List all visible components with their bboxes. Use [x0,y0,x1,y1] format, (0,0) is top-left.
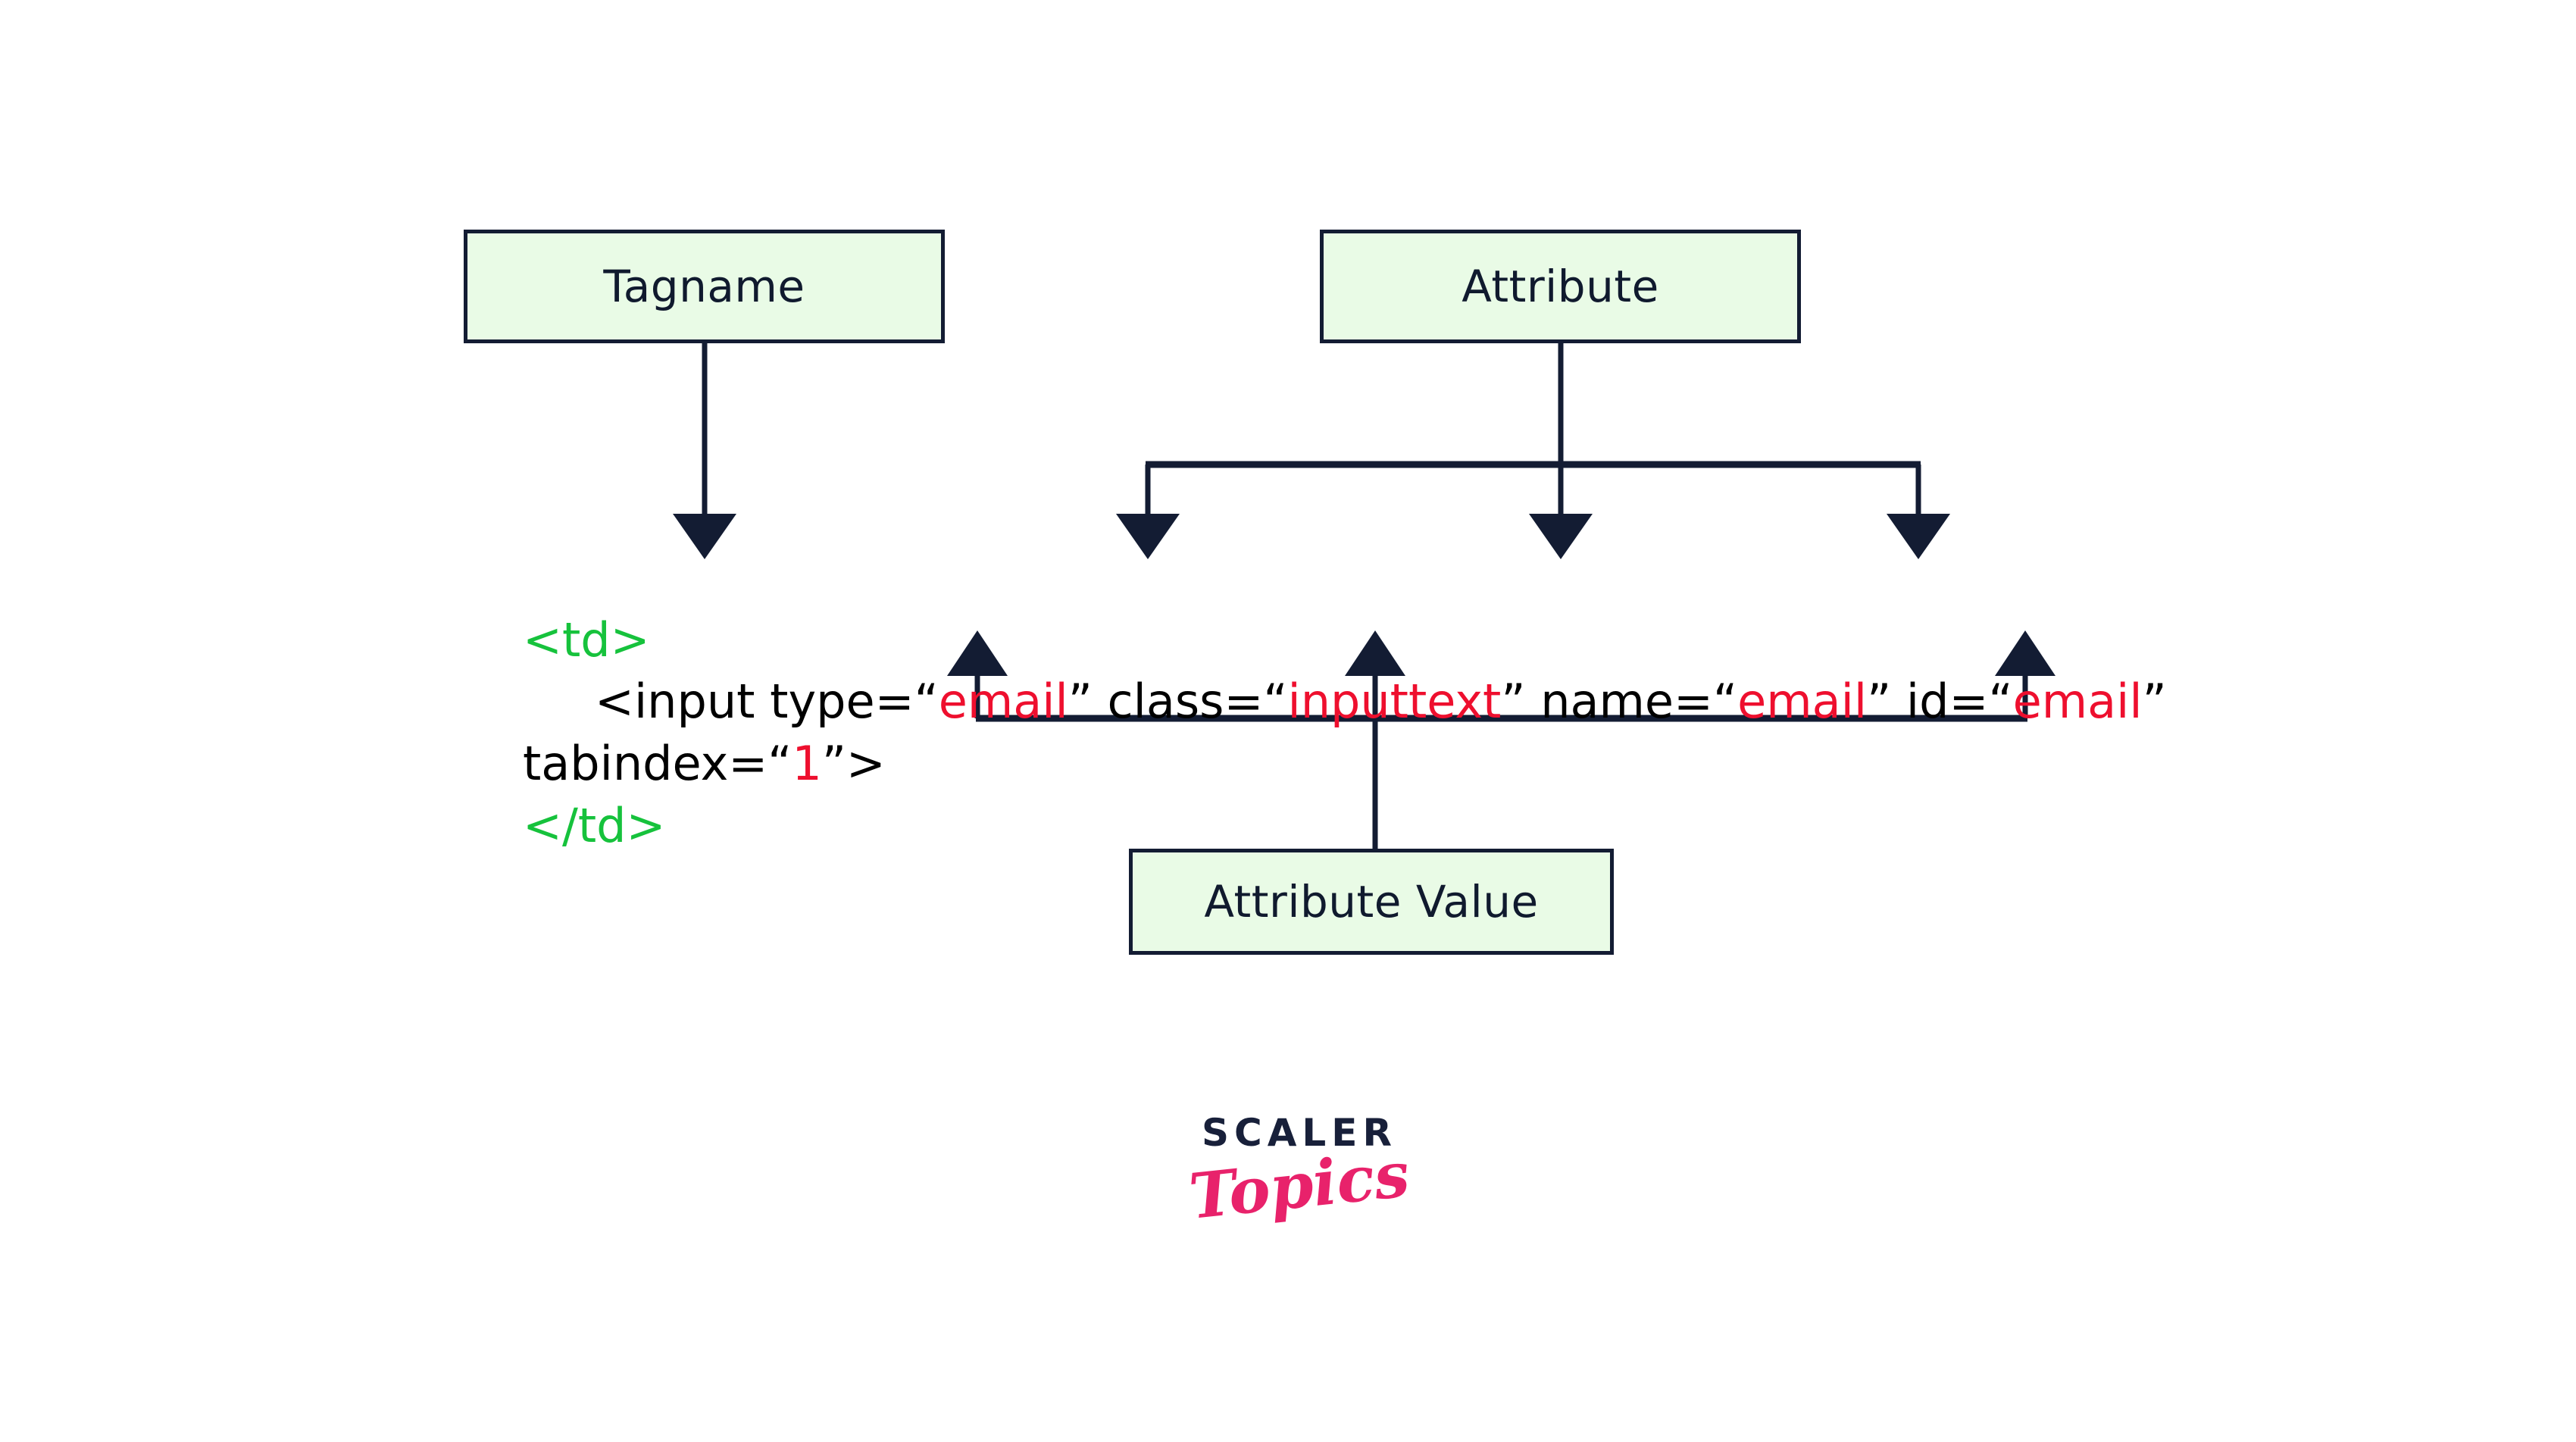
box-attribute-value: Attribute Value [1129,849,1614,955]
code-part-3: ” name=“ [1501,674,1738,730]
code-value-type: email [938,674,1068,730]
code-part-5: ” [2142,674,2167,730]
connector-attribute-value-branch [947,630,2055,849]
box-attribute-label: Attribute [1462,261,1659,312]
code-value-class: inputtext [1287,674,1502,730]
code-part-7: ”> [821,736,886,792]
code-part-4: ” id=“ [1867,674,2013,730]
code-input-line: <input type=“email” class=“inputtext” na… [523,671,2341,795]
box-tagname: Tagname [464,230,945,343]
box-tagname-label: Tagname [603,261,805,312]
code-open-tag: <td> [523,612,650,668]
code-close-tag: </td> [523,798,666,854]
code-part-2: ” class=“ [1068,674,1288,730]
box-attribute: Attribute [1320,230,1801,343]
scaler-topics-logo: SCALER Topics [1171,1111,1428,1234]
connector-attribute-branch [1116,343,1950,559]
connector-tagname-to-input [673,343,736,559]
code-value-tabindex: 1 [792,736,822,792]
box-attribute-value-label: Attribute Value [1204,876,1539,927]
code-value-id: email [2012,674,2143,730]
code-part-1: <input type=“ [595,674,939,730]
logo-scaler-text: SCALER [1202,1111,1397,1155]
code-value-name: email [1737,674,1868,730]
code-snippet: <td><input type=“email” class=“inputtext… [523,485,2341,981]
code-part-6: tabindex=“ [523,736,792,792]
